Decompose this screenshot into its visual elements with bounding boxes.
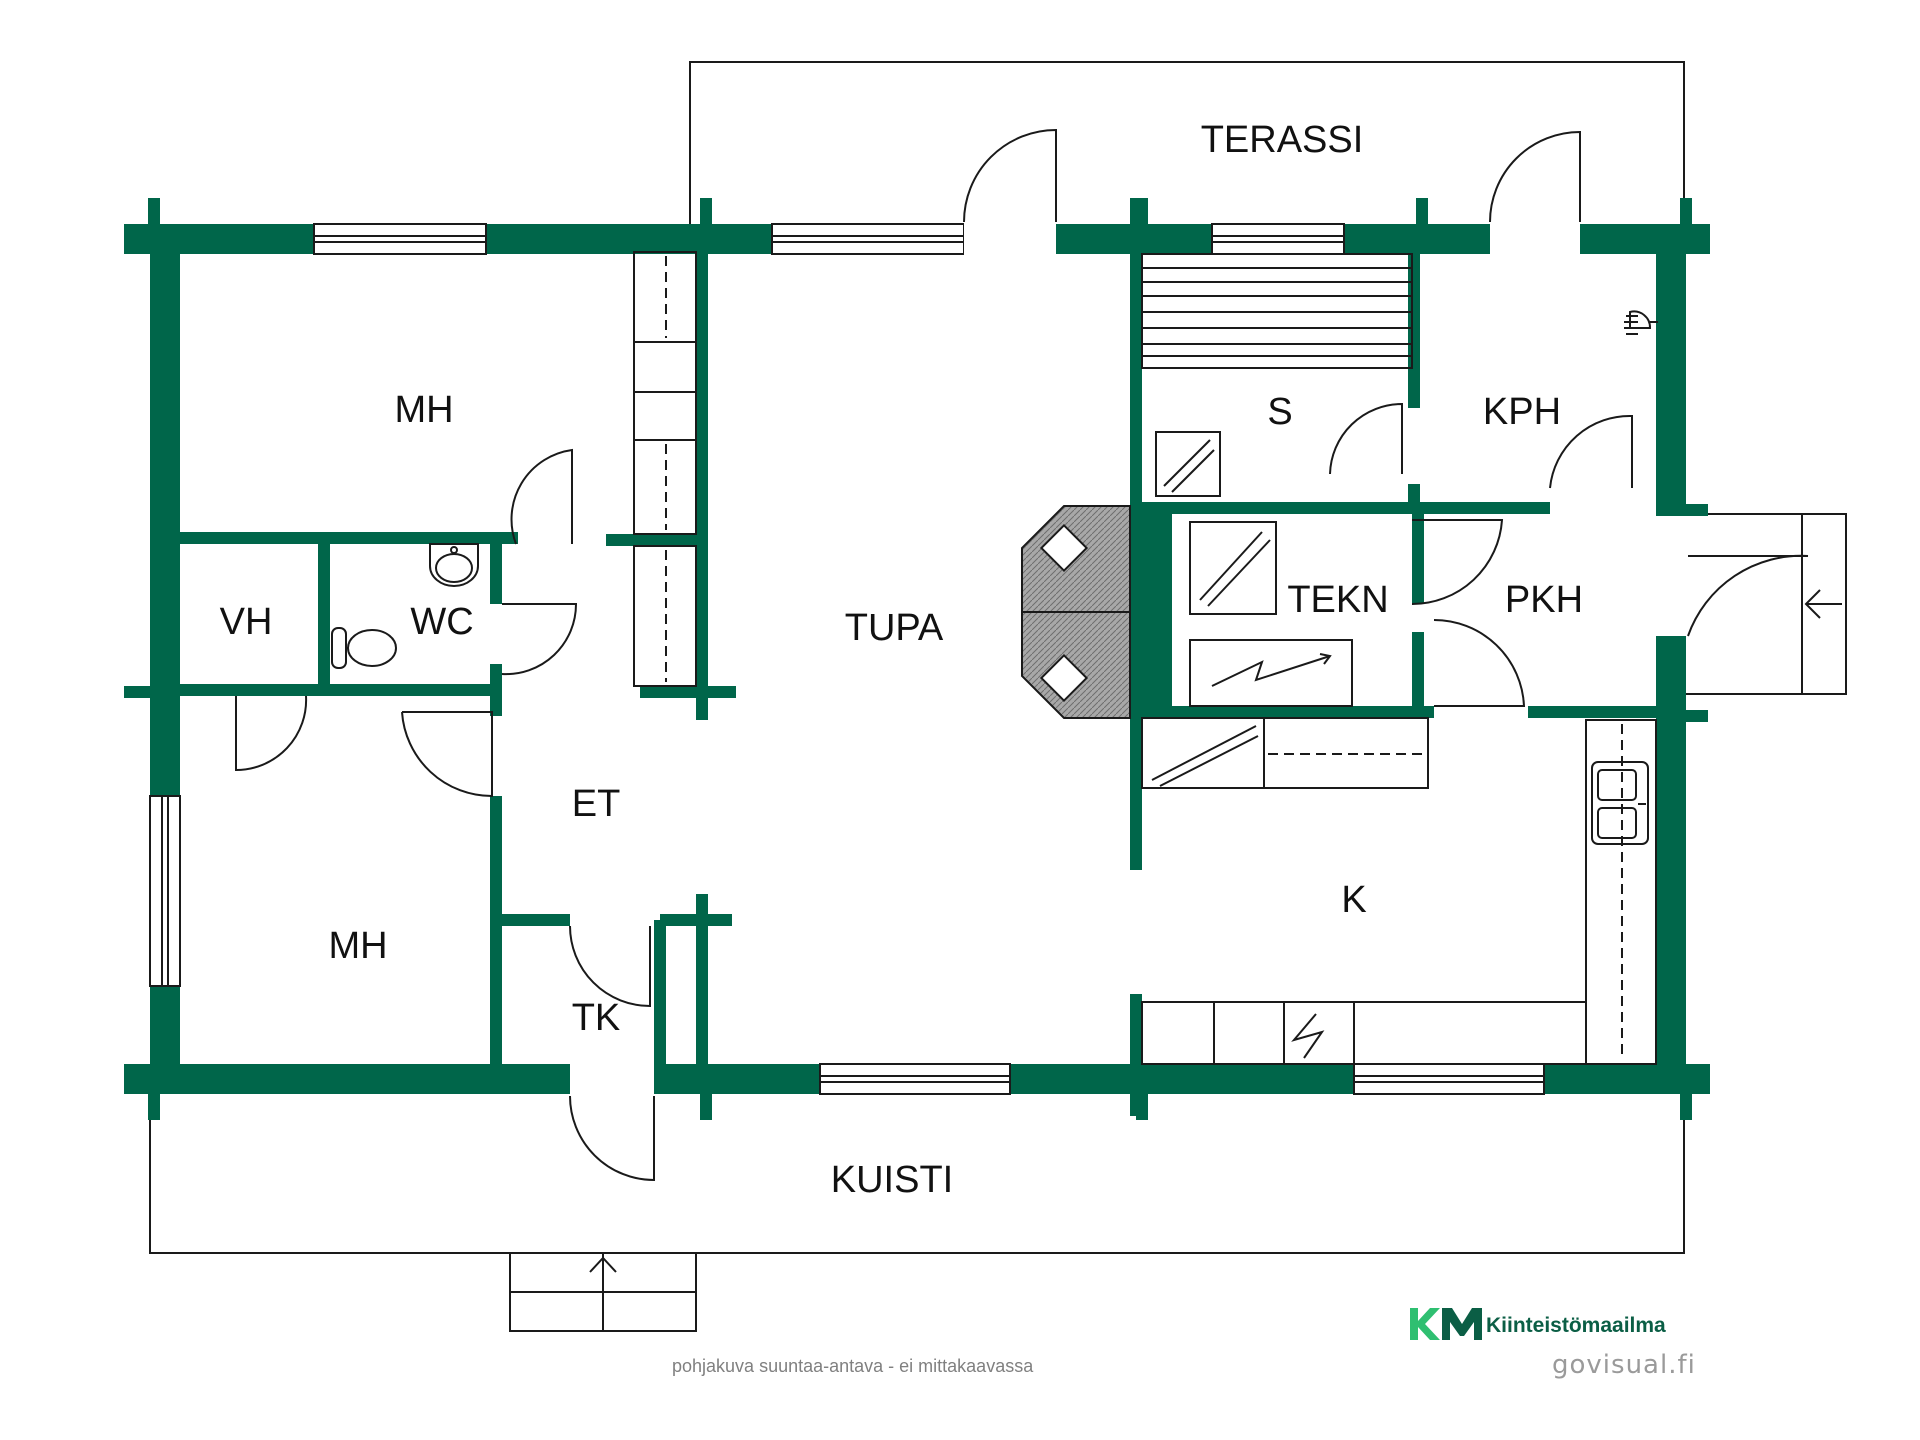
door-swing — [510, 448, 573, 545]
kitchen-counters — [1141, 717, 1657, 1065]
wardrobes — [633, 251, 697, 687]
door-swing — [963, 128, 1057, 223]
bathroom-fixtures — [331, 310, 1658, 669]
sauna-fixtures — [1141, 253, 1413, 497]
door-swing — [1549, 414, 1633, 489]
window — [1211, 223, 1345, 255]
fireplace — [1021, 505, 1131, 719]
label-mh-bottom: MH — [328, 925, 387, 967]
door-swing — [1433, 618, 1526, 707]
label-tk: TK — [572, 997, 621, 1039]
walls — [124, 198, 1710, 1120]
label-kph: KPH — [1483, 391, 1561, 433]
window — [819, 1063, 1011, 1095]
label-vh: VH — [220, 601, 273, 643]
door-openings — [570, 222, 1688, 1096]
label-pkh: PKH — [1505, 579, 1583, 621]
door-swing — [569, 1095, 655, 1182]
door-swing — [1687, 554, 1809, 637]
terrace-outline — [689, 61, 1685, 238]
disclaimer-note: pohjakuva suuntaa-antava - ei mittakaava… — [672, 1356, 1034, 1376]
door-swing — [1411, 519, 1504, 606]
door-swing — [501, 603, 578, 676]
brand-name: Kiinteistömaailma — [1486, 1314, 1666, 1337]
tech-equipment — [1189, 521, 1353, 707]
porch-outline — [149, 1082, 1685, 1254]
shower-head — [1624, 310, 1658, 335]
doors — [235, 128, 1809, 1182]
label-wc: WC — [410, 601, 473, 643]
label-kuisti: KUISTI — [831, 1159, 953, 1201]
brand-logo-icon — [1410, 1308, 1482, 1340]
washbasin — [429, 543, 479, 587]
label-terassi: TERASSI — [1201, 119, 1364, 161]
label-tekn: TEKN — [1287, 579, 1388, 621]
room-labels: TERASSI MH VH WC TUPA S KPH TEKN PKH ET … — [220, 119, 1583, 1201]
label-tupa: TUPA — [845, 607, 944, 649]
door-swing — [235, 695, 308, 772]
window — [771, 223, 965, 255]
credit-text: govisual.fi — [1552, 1350, 1696, 1380]
toilet — [347, 629, 397, 667]
door-swing — [569, 925, 651, 1008]
label-mh-top: MH — [394, 389, 453, 431]
stove-symbol — [1291, 1013, 1325, 1059]
label-s: S — [1267, 391, 1292, 433]
door-swing — [401, 711, 493, 798]
windows — [149, 223, 1545, 1095]
door-swing — [1489, 130, 1581, 223]
side-steps — [1801, 513, 1847, 695]
label-et: ET — [572, 783, 621, 825]
window — [313, 223, 487, 255]
window — [1353, 1063, 1545, 1095]
door-swing — [1329, 402, 1403, 475]
label-k: K — [1341, 879, 1366, 921]
outline-areas — [149, 61, 1847, 1332]
kitchen-sink — [1591, 761, 1649, 845]
sauna-stove — [1155, 431, 1221, 497]
window — [149, 795, 181, 987]
